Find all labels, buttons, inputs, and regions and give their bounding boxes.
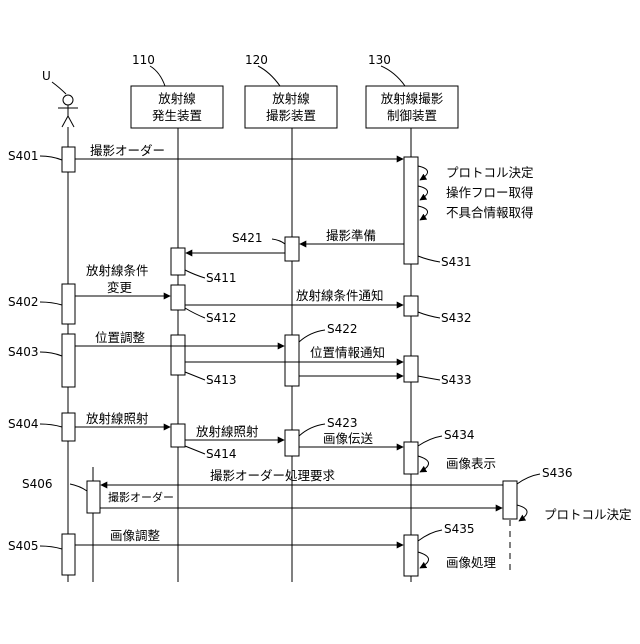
participant-130-line1: 放射線撮影 (381, 91, 444, 106)
msg-label-pos-notify: 位置情報通知 (310, 345, 385, 360)
step-s401: S401 (8, 149, 39, 163)
act-110-414 (171, 424, 185, 447)
act-110-411 (171, 248, 185, 275)
msg-label-order: 撮影オーダー (90, 143, 165, 158)
step-s432: S432 (441, 311, 472, 325)
participant-130-line2: 制御装置 (387, 108, 437, 123)
msg-label-image-process: 画像処理 (446, 555, 497, 570)
msg-label-image-display: 画像表示 (446, 456, 496, 471)
step-s435: S435 (444, 522, 475, 536)
participant-num-120: 120 (245, 53, 268, 67)
leader-120 (258, 66, 280, 86)
leader-130 (381, 66, 405, 86)
act-user-402 (62, 284, 75, 324)
step-s421: S421 (232, 231, 263, 245)
act-120-421 (285, 237, 299, 261)
step-s402: S402 (8, 295, 39, 309)
participant-110-line2: 発生装置 (152, 108, 202, 123)
act-110-413 (171, 335, 185, 375)
step-s413: S413 (206, 373, 237, 387)
msg-label-order-process-req: 撮影オーダー処理要求 (210, 468, 336, 483)
self-loop-fault (418, 206, 428, 220)
msg-label-protocol: プロトコル決定 (446, 165, 534, 180)
act-user-403 (62, 334, 75, 387)
step-s431: S431 (441, 255, 472, 269)
participant-110-line1: 放射線 (158, 91, 196, 106)
msg-label-image-transfer: 画像伝送 (323, 431, 374, 446)
step-s436: S436 (542, 466, 573, 480)
step-s412: S412 (206, 311, 237, 325)
participant-120-line1: 放射線 (272, 91, 310, 106)
act-user-406 (87, 481, 100, 513)
self-loop-protocol (418, 166, 428, 180)
user-figure (58, 95, 78, 127)
step-s433: S433 (441, 373, 472, 387)
act-user-404 (62, 413, 75, 441)
msg-label-cond-2: 変更 (107, 280, 133, 295)
act-130-433 (404, 356, 418, 382)
msg-label-irradiate-user: 放射線照射 (86, 411, 149, 426)
step-s434: S434 (444, 428, 475, 442)
step-s404: S404 (8, 417, 39, 431)
act-120-423 (285, 430, 299, 456)
act-user-405 (62, 534, 75, 575)
msg-label-image-adjust: 画像調整 (110, 528, 161, 543)
self-loop-imgproc (418, 552, 429, 568)
step-s403: S403 (8, 345, 39, 359)
msg-label-protocol-2: プロトコル決定 (544, 507, 632, 522)
act-120-422 (285, 335, 299, 386)
step-s406: S406 (22, 477, 53, 491)
leader-user (52, 82, 66, 94)
self-loop-protocol2 (517, 505, 527, 521)
step-s405: S405 (8, 539, 39, 553)
msg-label-pos-adjust: 位置調整 (95, 330, 146, 345)
self-loop-display (418, 456, 429, 472)
msg-label-prep: 撮影準備 (326, 228, 376, 243)
act-130-434 (404, 442, 418, 474)
user-id: U (42, 69, 51, 83)
act-110-412 (171, 285, 185, 310)
act-130-435 (404, 535, 418, 576)
step-s411: S411 (206, 271, 237, 285)
act-130b-436 (503, 481, 517, 519)
step-s423: S423 (327, 416, 358, 430)
msg-label-cond-1: 放射線条件 (86, 263, 149, 278)
act-user-401 (62, 147, 75, 172)
msg-label-fault: 不具合情報取得 (446, 205, 534, 220)
participant-120-line2: 撮影装置 (266, 108, 316, 123)
self-loop-opflow (418, 186, 428, 200)
msg-label-irradiate-gen: 放射線照射 (196, 424, 259, 439)
leader-110 (150, 66, 165, 86)
step-s422: S422 (327, 322, 358, 336)
msg-label-cond-notify: 放射線条件通知 (296, 288, 384, 303)
participant-num-130: 130 (368, 53, 391, 67)
participant-num-110: 110 (132, 53, 155, 67)
act-130-431 (404, 157, 418, 264)
msg-label-order-small: 撮影オーダー (108, 490, 174, 504)
step-s414: S414 (206, 447, 237, 461)
act-130-432 (404, 296, 418, 316)
msg-label-opflow: 操作フロー取得 (446, 185, 534, 200)
